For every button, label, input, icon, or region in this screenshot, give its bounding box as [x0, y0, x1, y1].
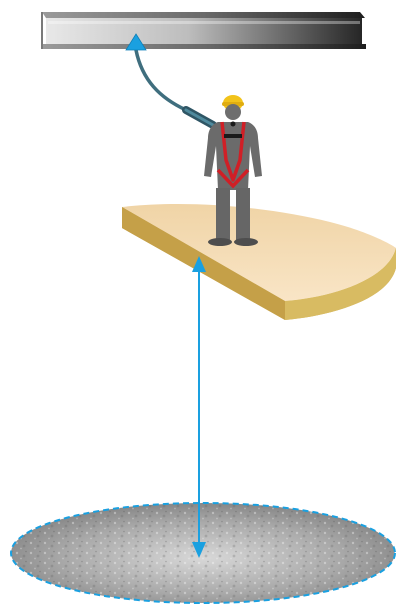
steel-i-beam [42, 12, 366, 49]
lanyard [136, 50, 213, 125]
elevated-platform [122, 204, 396, 320]
ground-landing-area [11, 503, 395, 603]
